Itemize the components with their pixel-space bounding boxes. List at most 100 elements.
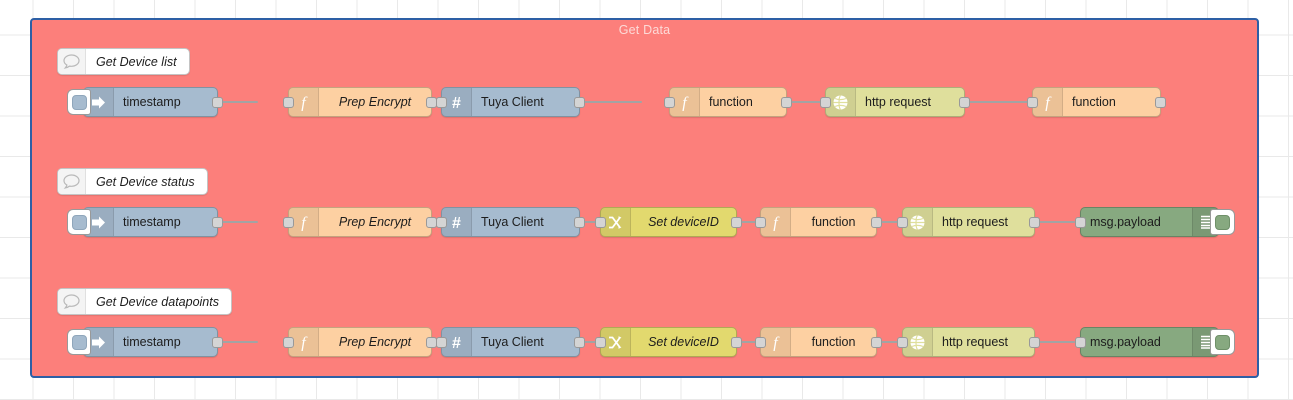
node-label: function [811,215,856,229]
wire [737,221,760,223]
tuya-client-node[interactable]: # Tuya Client [436,207,585,237]
function-f-icon: f [761,328,791,356]
inject-node-timestamp[interactable]: timestamp [67,327,223,357]
change-node-set-deviceid[interactable]: Set deviceID [595,327,742,357]
input-port[interactable] [595,216,606,228]
input-port[interactable] [283,216,294,228]
input-port[interactable] [897,336,908,348]
input-port[interactable] [1075,336,1086,348]
output-port[interactable] [574,96,585,108]
function-node[interactable]: f function [664,87,792,117]
input-port[interactable] [436,216,447,228]
hash-icon: # [442,88,472,116]
svg-text:f: f [773,335,780,352]
inject-trigger-button[interactable] [67,89,91,115]
comment-label: Get Device datapoints [96,294,219,309]
node-label: http request [942,335,1009,349]
comment-icon [58,289,86,314]
http-request-node[interactable]: http request [897,207,1040,237]
tuya-client-node[interactable]: # Tuya Client [436,327,585,357]
svg-text:f: f [301,335,308,352]
input-port[interactable] [664,96,675,108]
output-port[interactable] [871,336,882,348]
function-f-icon: f [1033,88,1063,116]
input-port[interactable] [755,216,766,228]
function-node-prep-encrypt[interactable]: f Prep Encrypt [283,207,437,237]
node-label: msg.payload [1090,215,1161,229]
function-f-icon: f [761,208,791,236]
output-port[interactable] [1029,216,1040,228]
input-port[interactable] [1075,216,1086,228]
input-port[interactable] [820,96,831,108]
http-request-node[interactable]: http request [897,327,1040,357]
input-port[interactable] [283,336,294,348]
function-node[interactable]: f function [755,207,882,237]
node-label: function [709,95,753,109]
function-node-prep-encrypt[interactable]: f Prep Encrypt [283,87,437,117]
output-port[interactable] [212,216,223,228]
output-port[interactable] [212,336,223,348]
change-swap-icon [601,328,631,356]
inject-node-timestamp[interactable]: timestamp [67,207,223,237]
comment-node-get-device-status[interactable]: Get Device status [57,168,208,195]
node-label: Prep Encrypt [338,335,412,349]
input-port[interactable] [897,216,908,228]
inject-button-square [71,214,87,230]
input-port[interactable] [283,96,294,108]
wire [1035,341,1075,343]
output-port[interactable] [731,336,742,348]
debug-node-msg-payload[interactable]: msg.payload [1075,207,1235,237]
debug-toggle-button[interactable] [1210,329,1235,355]
function-f-icon: f [289,88,319,116]
comment-node-get-device-list[interactable]: Get Device list [57,48,190,75]
output-port[interactable] [1029,336,1040,348]
debug-button-square [1215,214,1230,230]
debug-node-msg-payload[interactable]: msg.payload [1075,327,1235,357]
debug-toggle-button[interactable] [1210,209,1235,235]
svg-text:f: f [301,95,308,112]
node-label: timestamp [123,335,181,349]
input-port[interactable] [595,336,606,348]
node-group-get-data[interactable]: Get Data Get Device list timestamp [30,18,1259,378]
svg-text:f: f [1045,95,1052,112]
inject-trigger-button[interactable] [67,329,91,355]
input-port[interactable] [755,336,766,348]
http-request-node[interactable]: http request [820,87,970,117]
debug-button-square [1215,334,1230,350]
node-label: Prep Encrypt [338,95,412,109]
inject-node-timestamp[interactable]: timestamp [67,87,223,117]
inject-button-square [71,334,87,350]
globe-icon [826,88,856,116]
wire [737,341,760,343]
inject-trigger-button[interactable] [67,209,91,235]
change-node-set-deviceid[interactable]: Set deviceID [595,207,742,237]
svg-text:#: # [452,335,461,351]
node-label: Tuya Client [481,95,544,109]
input-port[interactable] [436,96,447,108]
input-port[interactable] [436,336,447,348]
function-node[interactable]: f function [755,327,882,357]
output-port[interactable] [574,336,585,348]
function-node-prep-encrypt[interactable]: f Prep Encrypt [283,327,437,357]
output-port[interactable] [959,96,970,108]
output-port[interactable] [574,216,585,228]
tuya-client-node[interactable]: # Tuya Client [436,87,585,117]
output-port[interactable] [1155,96,1166,108]
wire [580,101,642,103]
input-port[interactable] [1027,96,1038,108]
output-port[interactable] [781,96,792,108]
svg-text:#: # [452,95,461,111]
node-label: Prep Encrypt [338,215,412,229]
svg-text:f: f [682,95,689,112]
output-port[interactable] [212,96,223,108]
hash-icon: # [442,328,472,356]
wire [218,101,258,103]
output-port[interactable] [871,216,882,228]
node-label: timestamp [123,95,181,109]
inject-button-square [71,94,87,110]
comment-node-get-device-datapoints[interactable]: Get Device datapoints [57,288,232,315]
node-label: Tuya Client [481,335,544,349]
function-node[interactable]: f function [1027,87,1166,117]
output-port[interactable] [731,216,742,228]
